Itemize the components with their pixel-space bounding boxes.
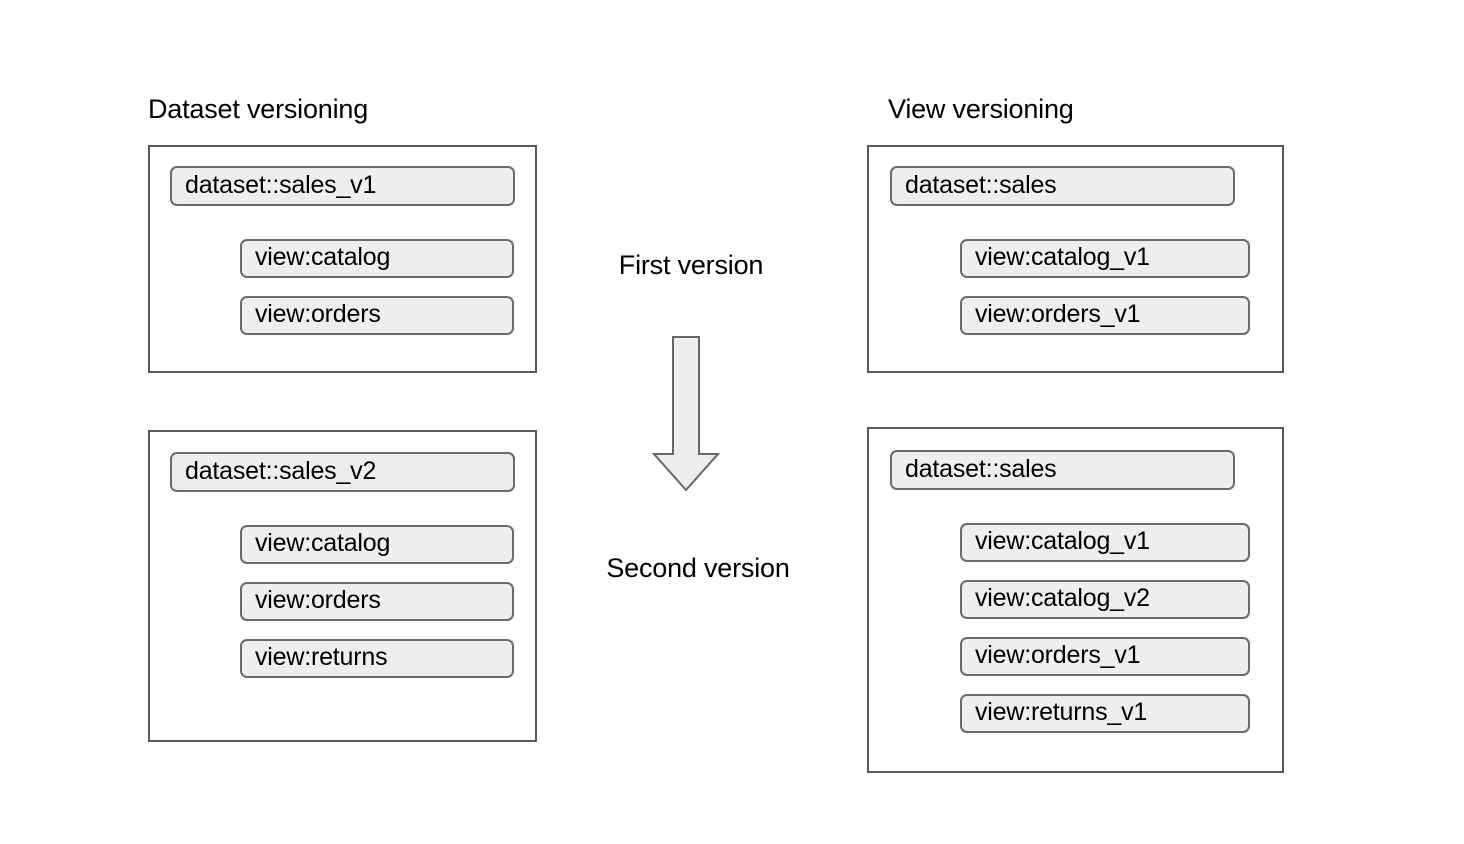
center-label-first-version: First version <box>618 250 764 280</box>
group-box-view-versioning-first: dataset::sales view:catalog_v1 view:orde… <box>867 145 1284 373</box>
dataset-pill-label: dataset::sales_v1 <box>185 170 377 199</box>
view-pill-label: view:catalog <box>255 243 391 271</box>
view-pill-orders[interactable]: view:orders <box>240 582 514 621</box>
view-pill-label: view:returns_v1 <box>975 698 1148 726</box>
dataset-pill-sales[interactable]: dataset::sales <box>890 450 1235 490</box>
view-pill-orders-v1[interactable]: view:orders_v1 <box>960 296 1250 335</box>
group-box-dataset-versioning-first: dataset::sales_v1 view:catalog view:orde… <box>148 145 537 373</box>
view-pill-catalog[interactable]: view:catalog <box>240 525 514 564</box>
view-pill-returns[interactable]: view:returns <box>240 639 514 678</box>
dataset-pill-sales-v2[interactable]: dataset::sales_v2 <box>170 452 515 492</box>
column-title-dataset-versioning: Dataset versioning <box>148 94 369 124</box>
view-pill-catalog-v1[interactable]: view:catalog_v1 <box>960 239 1250 278</box>
view-pill-label: view:catalog_v1 <box>975 527 1150 555</box>
down-block-arrow-icon <box>652 336 720 492</box>
view-pill-label: view:orders <box>255 300 381 328</box>
view-pill-label: view:catalog_v2 <box>975 584 1150 612</box>
dataset-pill-label: dataset::sales <box>905 454 1057 483</box>
view-pill-catalog-v2[interactable]: view:catalog_v2 <box>960 580 1250 619</box>
dataset-pill-label: dataset::sales_v2 <box>185 456 377 485</box>
view-pill-label: view:orders <box>255 586 381 614</box>
dataset-pill-sales[interactable]: dataset::sales <box>890 166 1235 206</box>
group-box-dataset-versioning-second: dataset::sales_v2 view:catalog view:orde… <box>148 430 537 742</box>
view-pill-orders[interactable]: view:orders <box>240 296 514 335</box>
view-pill-catalog-v1[interactable]: view:catalog_v1 <box>960 523 1250 562</box>
view-pill-orders-v1[interactable]: view:orders_v1 <box>960 637 1250 676</box>
group-box-view-versioning-second: dataset::sales view:catalog_v1 view:cata… <box>867 427 1284 773</box>
view-pill-catalog[interactable]: view:catalog <box>240 239 514 278</box>
dataset-pill-label: dataset::sales <box>905 170 1057 199</box>
dataset-pill-sales-v1[interactable]: dataset::sales_v1 <box>170 166 515 206</box>
view-pill-returns-v1[interactable]: view:returns_v1 <box>960 694 1250 733</box>
view-pill-label: view:returns <box>255 643 388 671</box>
center-label-second-version: Second version <box>606 553 790 583</box>
view-pill-label: view:orders_v1 <box>975 300 1141 328</box>
column-title-view-versioning: View versioning <box>888 94 1074 124</box>
view-pill-label: view:catalog_v1 <box>975 243 1150 271</box>
view-pill-label: view:orders_v1 <box>975 641 1141 669</box>
view-pill-label: view:catalog <box>255 529 391 557</box>
